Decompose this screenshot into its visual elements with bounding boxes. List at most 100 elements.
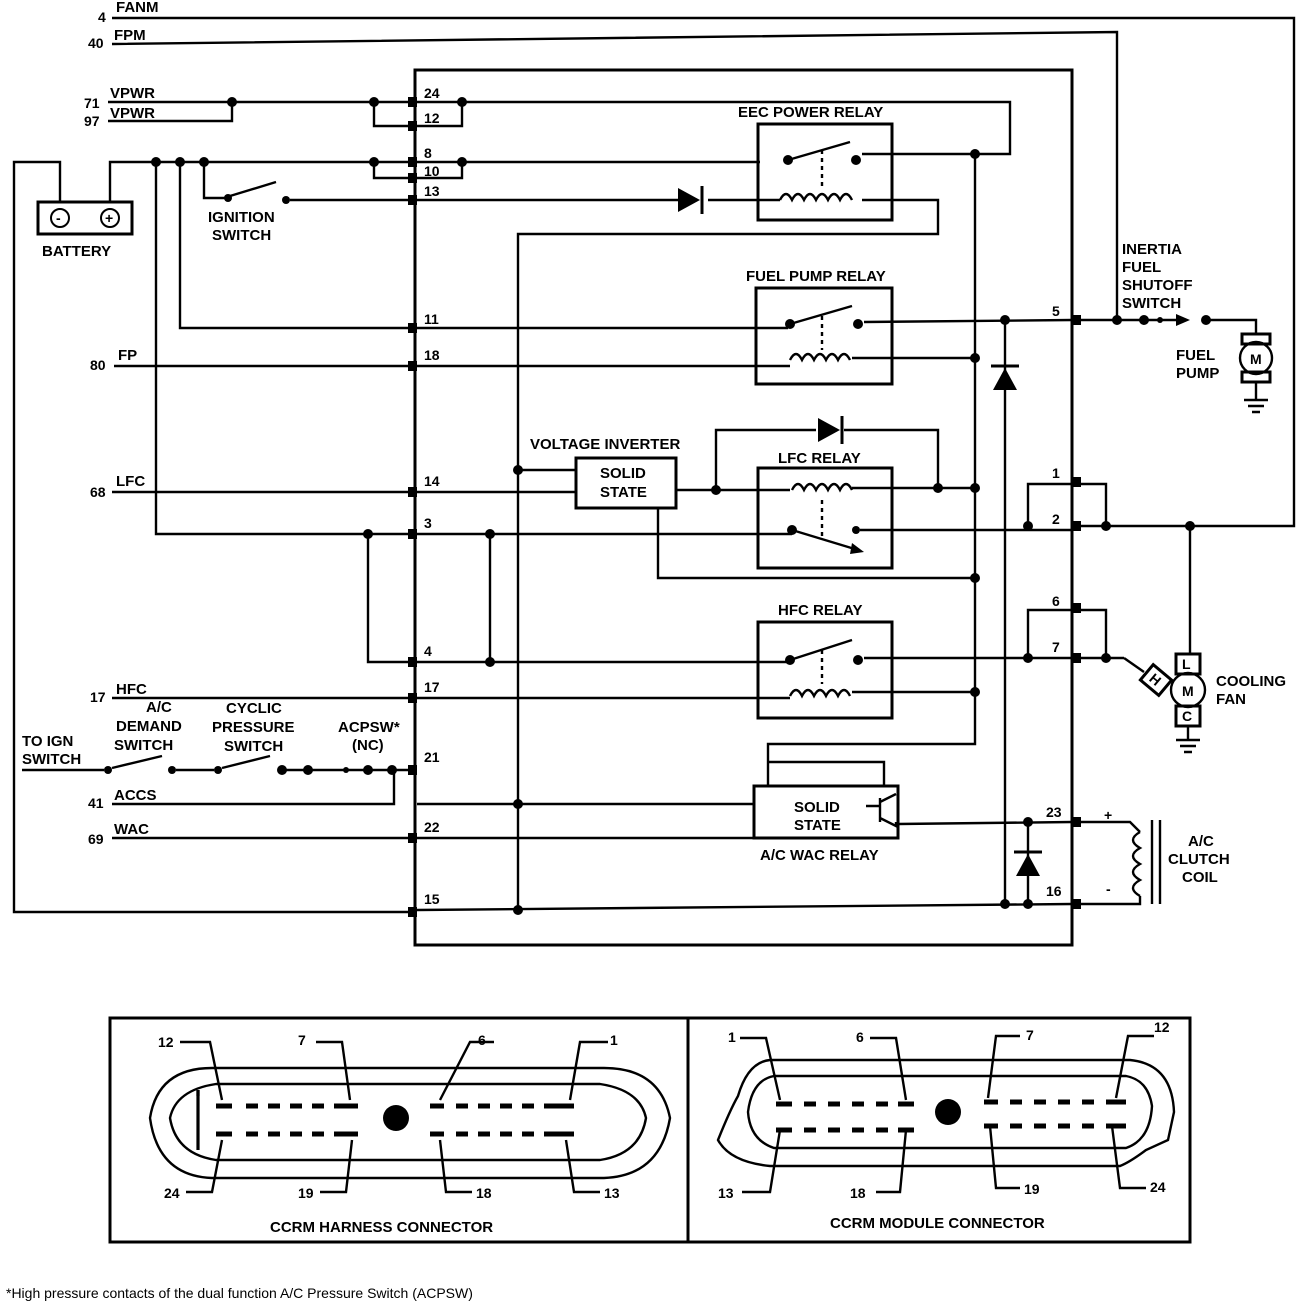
connector-panel — [108, 1016, 1192, 1244]
svg-text:+: + — [105, 210, 113, 226]
svg-text:18: 18 — [476, 1185, 492, 1201]
diode-eec — [678, 186, 704, 214]
svg-text:EEC POWER RELAY: EEC POWER RELAY — [738, 104, 883, 121]
svg-text:6: 6 — [856, 1029, 864, 1045]
svg-text:19: 19 — [1024, 1181, 1040, 1197]
svg-text:7: 7 — [1026, 1027, 1034, 1043]
svg-text:INERTIA: INERTIA — [1122, 241, 1182, 258]
svg-text:21: 21 — [424, 749, 440, 765]
svg-text:19: 19 — [298, 1185, 314, 1201]
footnote: *High pressure contacts of the dual func… — [6, 1285, 473, 1301]
fp-wire: 80 FP — [90, 347, 408, 373]
svg-text:IGNITION: IGNITION — [208, 209, 275, 226]
svg-text:17: 17 — [90, 689, 106, 705]
svg-text:FAN: FAN — [1216, 691, 1246, 708]
svg-text:18: 18 — [850, 1185, 866, 1201]
harness-connector: 12 7 6 1 24 19 18 13 CCRM HARNESS CONNEC… — [148, 1032, 672, 1236]
svg-text:15: 15 — [424, 891, 440, 907]
fanm-wire: 4 FANM — [98, 0, 1296, 528]
svg-text:40: 40 — [88, 35, 104, 51]
svg-text:CCRM MODULE CONNECTOR: CCRM MODULE CONNECTOR — [830, 1215, 1045, 1232]
svg-text:M: M — [1182, 683, 1194, 699]
diode-fp — [991, 320, 1019, 904]
svg-text:ACPSW*: ACPSW* — [338, 719, 400, 736]
svg-text:4: 4 — [98, 9, 106, 25]
eec-power-relay: EEC POWER RELAY — [738, 104, 975, 222]
svg-text:PRESSURE: PRESSURE — [212, 719, 295, 736]
svg-text:12: 12 — [1154, 1019, 1170, 1035]
svg-text:1: 1 — [1052, 465, 1060, 481]
svg-text:LFC: LFC — [116, 473, 145, 490]
diode-lfc — [711, 416, 943, 495]
right-pins: 5 1 2 6 7 23 16 — [1046, 303, 1081, 909]
diode-clutch — [1014, 822, 1042, 904]
svg-text:18: 18 — [424, 347, 440, 363]
svg-text:SWITCH: SWITCH — [1122, 295, 1181, 312]
svg-text:SWITCH: SWITCH — [224, 738, 283, 755]
lfc-wire: 68 LFC — [90, 473, 408, 500]
svg-text:VPWR: VPWR — [110, 105, 155, 122]
svg-text:ACCS: ACCS — [114, 787, 157, 804]
svg-text:24: 24 — [1150, 1179, 1166, 1195]
svg-text:71: 71 — [84, 95, 100, 111]
svg-text:11: 11 — [424, 311, 439, 327]
svg-text:LFC RELAY: LFC RELAY — [778, 450, 861, 467]
ac-wac-relay: SOLID STATE A/C WAC RELAY — [417, 692, 1073, 864]
svg-text:2: 2 — [1052, 511, 1060, 527]
svg-text:STATE: STATE — [600, 484, 647, 501]
svg-text:FP: FP — [118, 347, 137, 364]
svg-text:PUMP: PUMP — [1176, 365, 1219, 382]
svg-text:SOLID: SOLID — [600, 465, 646, 482]
wac-wire: 69 WAC — [88, 821, 408, 847]
hfc-wire: 17 HFC — [90, 681, 408, 705]
svg-text:17: 17 — [424, 679, 440, 695]
fuel-pump-motor: M FUEL PUMP — [1176, 332, 1274, 414]
svg-text:5: 5 — [1052, 303, 1060, 319]
svg-text:80: 80 — [90, 357, 106, 373]
svg-text:A/C: A/C — [146, 699, 172, 716]
svg-text:16: 16 — [1046, 883, 1062, 899]
module-connector: 1 6 7 12 13 18 19 24 CCRM MODULE CONNECT… — [716, 1019, 1176, 1232]
svg-text:COOLING: COOLING — [1216, 673, 1286, 690]
svg-text:1: 1 — [728, 1029, 736, 1045]
svg-text:24: 24 — [424, 85, 440, 101]
svg-text:A/C: A/C — [1188, 833, 1214, 850]
svg-text:12: 12 — [158, 1034, 174, 1050]
svg-text:FUEL: FUEL — [1176, 347, 1215, 364]
svg-text:VOLTAGE INVERTER: VOLTAGE INVERTER — [530, 436, 680, 453]
svg-text:-: - — [1106, 881, 1111, 897]
svg-text:WAC: WAC — [114, 821, 149, 838]
svg-text:69: 69 — [88, 831, 104, 847]
svg-text:6: 6 — [478, 1032, 486, 1048]
fpm-wire: 40 FPM — [88, 27, 1119, 320]
svg-text:22: 22 — [424, 819, 440, 835]
svg-text:68: 68 — [90, 484, 106, 500]
svg-text:13: 13 — [604, 1185, 620, 1201]
svg-text:FUEL PUMP RELAY: FUEL PUMP RELAY — [746, 268, 886, 285]
svg-text:1: 1 — [610, 1032, 618, 1048]
ac-clutch-coil: + - A/C CLUTCH COIL — [1081, 807, 1230, 906]
svg-text:12: 12 — [424, 110, 440, 126]
svg-text:CYCLIC: CYCLIC — [226, 700, 282, 717]
svg-text:A/C WAC RELAY: A/C WAC RELAY — [760, 847, 879, 864]
inertia-switch: INERTIA FUEL SHUTOFF SWITCH — [1081, 241, 1258, 334]
svg-text:C: C — [1182, 708, 1192, 724]
svg-text:STATE: STATE — [794, 817, 841, 834]
pin-loops — [1026, 482, 1195, 663]
svg-text:CLUTCH: CLUTCH — [1168, 851, 1230, 868]
svg-text:HFC: HFC — [116, 681, 147, 698]
hfc-relay: HFC RELAY — [417, 602, 1072, 720]
svg-text:DEMAND: DEMAND — [116, 718, 182, 735]
svg-text:-: - — [56, 210, 61, 226]
svg-text:HFC RELAY: HFC RELAY — [778, 602, 862, 619]
svg-text:SOLID: SOLID — [794, 799, 840, 816]
svg-text:23: 23 — [1046, 804, 1062, 820]
svg-text:6: 6 — [1052, 593, 1060, 609]
cooling-fan: L M C H COOLING FAN — [1123, 526, 1286, 754]
svg-text:CCRM HARNESS CONNECTOR: CCRM HARNESS CONNECTOR — [270, 1219, 493, 1236]
battery: - + BATTERY — [12, 160, 408, 914]
svg-text:TO IGN: TO IGN — [22, 733, 73, 750]
svg-text:10: 10 — [424, 163, 440, 179]
svg-text:FANM: FANM — [116, 0, 159, 16]
